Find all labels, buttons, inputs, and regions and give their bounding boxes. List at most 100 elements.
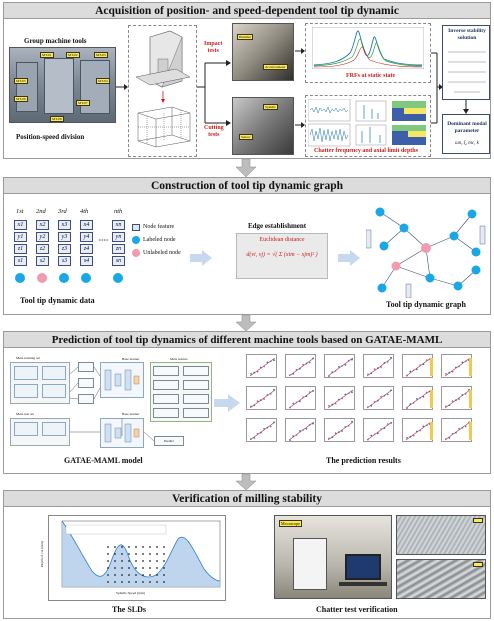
feature-cell: z2 [36, 244, 49, 254]
modal-params: ωn, ξ, mc, k [455, 141, 479, 146]
result-point [250, 405, 252, 408]
dominant-modal-box: Dominant modal parameter ωn, ξ, mc, k [442, 114, 490, 154]
test-set-1 [14, 422, 38, 436]
result-point [250, 438, 252, 440]
meta-block [153, 394, 179, 404]
result-point [292, 373, 295, 375]
sld-test-point [163, 546, 165, 548]
fit-line [366, 421, 393, 441]
result-point [386, 361, 389, 363]
sld-test-point [121, 560, 123, 562]
sld-test-point [163, 567, 165, 569]
result-scatter [405, 357, 433, 377]
result-point [347, 392, 350, 395]
graph-node [471, 265, 481, 275]
section-verification: Verification of milling stability Depth … [3, 490, 491, 619]
sld-test-point [114, 567, 116, 569]
result-point [451, 400, 454, 403]
legend-unlabeled-node: Unlabeled node [143, 250, 181, 256]
sld-test-point [135, 567, 137, 569]
feature-cell: x1 [14, 220, 27, 230]
result-point [289, 439, 291, 442]
sld-test-point [163, 581, 165, 583]
prediction-result-panel [441, 354, 472, 378]
sld-test-point [149, 574, 151, 576]
sld-test-point [121, 546, 123, 548]
result-point [351, 358, 353, 361]
result-scatter [405, 389, 433, 410]
slds-label: The SLDs [112, 605, 147, 614]
result-point [256, 400, 259, 403]
result-point [458, 427, 460, 430]
result-point [422, 395, 425, 398]
sld-test-point [142, 560, 144, 562]
result-point [409, 435, 412, 438]
col-header: 3rd [58, 208, 67, 215]
section-arrow-3 [236, 474, 256, 490]
result-point [419, 364, 421, 367]
model-block-b [78, 378, 94, 388]
result-point [347, 359, 350, 362]
distance-formula-box: Euclidean distance d(vi, vj) = √( Σ (xim… [236, 233, 328, 279]
distance-formula: d(vi, vj) = √( Σ (xim − xjm)² ) [246, 252, 318, 258]
result-point [331, 371, 334, 373]
legend-unlabeled-swatch [132, 249, 140, 257]
photo-tag: Spindle [263, 104, 278, 110]
feature-cell: z4 [80, 244, 93, 254]
result-point [299, 430, 301, 432]
sld-test-point [156, 567, 158, 569]
sld-test-point [121, 553, 123, 555]
distance-title: Euclidean distance [259, 237, 305, 243]
support-set-1 [14, 366, 38, 380]
result-point [273, 359, 275, 362]
result-point [253, 371, 256, 374]
legend-node-feature: Node feature [143, 224, 175, 230]
result-point [416, 430, 418, 433]
result-scatter [288, 357, 315, 377]
result-point [409, 370, 412, 373]
graph-node [379, 241, 389, 251]
cutting-tests-label: Cutting tests [204, 125, 224, 138]
result-point [338, 398, 340, 401]
result-point [260, 431, 262, 434]
result-point [302, 429, 304, 431]
prediction-result-panel [363, 354, 394, 378]
result-point [464, 393, 467, 395]
result-point [338, 431, 340, 433]
tool-tip-graph-label: Tool tip dynamic graph [386, 300, 466, 309]
sld-test-point [107, 553, 109, 555]
prediction-result-panel [324, 386, 355, 410]
legend-node-feature-swatch [132, 224, 140, 231]
sld-test-point [107, 581, 109, 583]
prediction-result-panel [402, 418, 433, 442]
result-point [302, 363, 304, 366]
prediction-result-panel [363, 418, 394, 442]
meta-block [183, 366, 209, 376]
result-point [331, 436, 334, 439]
result-point [266, 394, 269, 396]
sld-test-point [121, 574, 123, 576]
microscope-tag: Microscope [279, 520, 302, 527]
result-point [263, 398, 265, 400]
result-point [412, 434, 415, 437]
result-point [406, 374, 408, 377]
result-point [273, 421, 275, 424]
result-point [367, 406, 369, 408]
fit-line [288, 357, 315, 377]
result-point [455, 366, 457, 369]
machine-tag: MT-05 [14, 78, 28, 84]
chatter-label: Chatter frequency and axial limit depths [314, 148, 418, 154]
graph-node [453, 281, 463, 291]
feature-cell: y4 [80, 232, 93, 242]
sld-test-point [135, 581, 137, 583]
result-point [273, 388, 275, 391]
legend-labeled-swatch [132, 236, 140, 244]
result-point [338, 366, 340, 368]
result-point [269, 393, 272, 395]
machine-diagram-box [128, 25, 197, 157]
result-point [256, 370, 259, 373]
prediction-results-grid [246, 354, 482, 448]
chatter-box [305, 95, 431, 157]
colorbar [469, 422, 472, 440]
result-point [250, 372, 252, 375]
